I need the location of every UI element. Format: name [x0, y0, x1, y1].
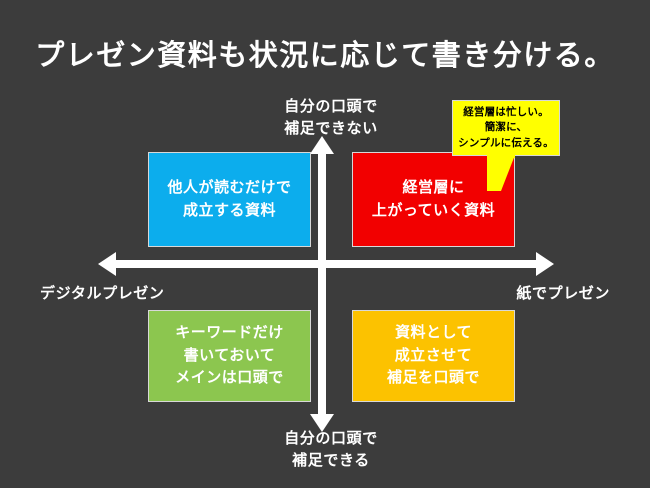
- quadrant-box-bottom-left: キーワードだけ 書いておいて メインは口頭で: [148, 310, 311, 402]
- axis-label-right: 紙でプレゼン: [516, 285, 610, 302]
- axis-label-bottom: 自分の口頭で 補足できる: [284, 430, 378, 469]
- callout-tail-icon: [487, 155, 515, 191]
- axis-vertical-line: [318, 152, 326, 417]
- page-title: プレゼン資料も状況に応じて書き分ける。: [35, 40, 615, 72]
- axis-vertical-arrow-down-icon: [310, 414, 334, 432]
- axis-horizontal-arrow-right-icon: [536, 252, 554, 276]
- axis-vertical-arrow-up-icon: [310, 136, 334, 154]
- quadrant-box-top-left: 他人が読むだけで 成立する資料: [148, 152, 311, 247]
- quadrant-box-top-right: 経営層に 上がっていく資料: [352, 152, 515, 247]
- axis-horizontal-line: [112, 260, 540, 268]
- callout-bubble: 経営層は忙しい。 簡潔に、 シンプルに伝える。: [452, 100, 560, 156]
- axis-label-left: デジタルプレゼン: [40, 285, 165, 302]
- axis-horizontal-arrow-left-icon: [98, 252, 116, 276]
- axis-label-top: 自分の口頭で 補足できない: [284, 98, 378, 137]
- quadrant-box-bottom-right: 資料として 成立させて 補足を口頭で: [352, 310, 515, 402]
